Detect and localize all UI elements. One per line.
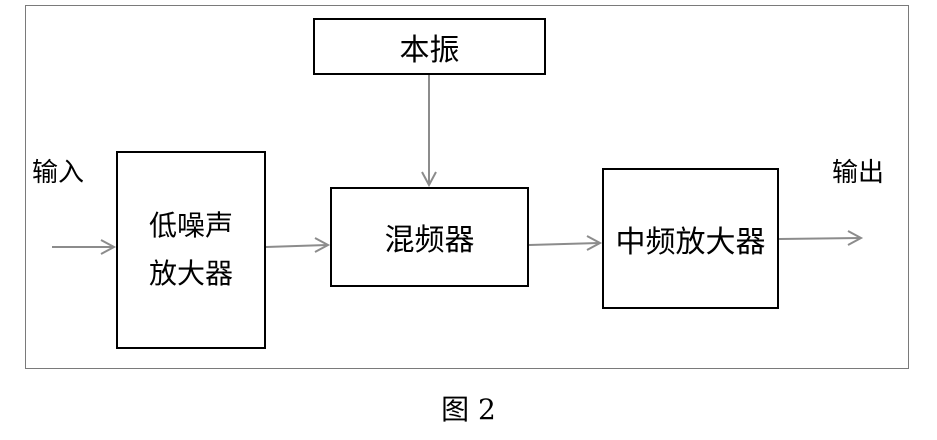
mixer-block: 混频器 (330, 187, 529, 287)
lna-label-line1: 低噪声 (148, 209, 233, 242)
arrowhead-lo-to-mixer (421, 171, 437, 188)
arrow-lna-to-mixer (265, 244, 328, 248)
arrowhead-mixer-to-if (586, 235, 603, 251)
lna-label-line2: 放大器 (148, 257, 233, 290)
arrow-mixer-to-if (528, 242, 600, 246)
arrowhead-lna-to-mixer (314, 237, 331, 253)
arrowhead-input-to-lna (100, 239, 117, 255)
if-amplifier-block: 中频放大器 (602, 168, 779, 309)
figure-caption: 图 2 (441, 393, 496, 426)
arrow-if-to-output (778, 237, 861, 240)
output-label: 输出 (832, 158, 885, 188)
local-oscillator-label: 本振 (399, 32, 460, 68)
mixer-label: 混频器 (384, 223, 475, 258)
diagram-frame (25, 5, 909, 369)
lna-block: 低噪声 放大器 (116, 151, 266, 349)
local-oscillator-block: 本振 (313, 18, 546, 75)
if-amplifier-label: 中频放大器 (615, 224, 766, 260)
arrowhead-if-to-output (847, 230, 864, 246)
input-label: 输入 (32, 158, 85, 188)
